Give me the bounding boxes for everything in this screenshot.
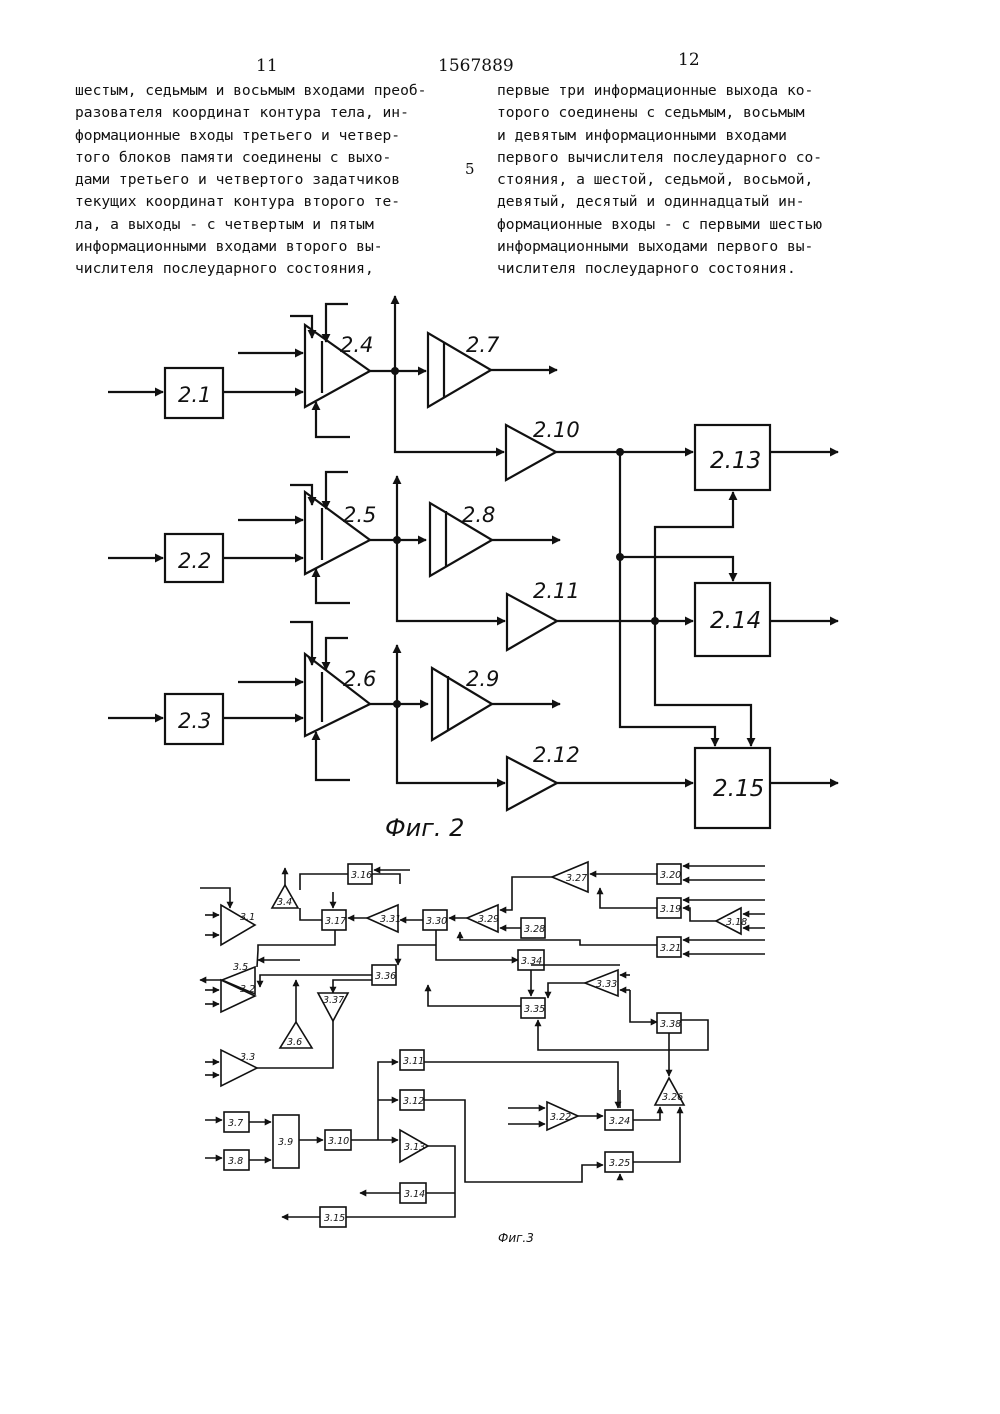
amp-3-33: 3.33 bbox=[596, 979, 617, 990]
block-3-11: 3.11 bbox=[403, 1056, 424, 1067]
amp-3-2: 3.2 bbox=[240, 984, 255, 995]
block-3-24: 3.24 bbox=[609, 1116, 630, 1127]
amp-3-29: 3.29 bbox=[478, 914, 499, 925]
amp-3-6: 3.6 bbox=[287, 1037, 302, 1048]
block-3-34: 3.34 bbox=[521, 956, 542, 967]
block-3-20: 3.20 bbox=[660, 870, 681, 881]
block-3-21: 3.21 bbox=[660, 943, 681, 954]
amp-3-13: 3.13 bbox=[404, 1142, 425, 1153]
amp-3-26: 3.26 bbox=[662, 1092, 683, 1103]
amp-3-22: 3.22 bbox=[550, 1112, 571, 1123]
block-3-38: 3.38 bbox=[660, 1019, 681, 1030]
block-3-35: 3.35 bbox=[524, 1004, 545, 1015]
amp-3-31: 3.31 bbox=[380, 914, 401, 925]
block-3-28: 3.28 bbox=[524, 924, 545, 935]
block-3-12: 3.12 bbox=[403, 1096, 424, 1107]
block-3-14: 3.14 bbox=[404, 1189, 425, 1200]
block-3-15: 3.15 bbox=[324, 1213, 345, 1224]
amp-3-3: 3.3 bbox=[240, 1052, 255, 1063]
block-3-19: 3.19 bbox=[660, 904, 681, 915]
amp-3-5: 3.5 bbox=[233, 962, 248, 973]
figure-3-caption: Фиг.3 bbox=[498, 1231, 534, 1245]
amp-3-4: 3.4 bbox=[277, 897, 292, 908]
block-3-36: 3.36 bbox=[375, 971, 396, 982]
block-3-9: 3.9 bbox=[278, 1137, 293, 1148]
block-3-16: 3.16 bbox=[351, 870, 372, 881]
amp-3-18: 3.18 bbox=[726, 917, 747, 928]
block-3-17: 3.17 bbox=[325, 916, 346, 927]
amp-3-1: 3.1 bbox=[240, 912, 255, 923]
block-3-30: 3.30 bbox=[426, 916, 447, 927]
amp-3-37: 3.37 bbox=[323, 995, 344, 1006]
amp-3-27: 3.27 bbox=[566, 873, 587, 884]
block-3-7: 3.7 bbox=[228, 1118, 243, 1129]
block-3-10: 3.10 bbox=[328, 1136, 349, 1147]
block-3-25: 3.25 bbox=[609, 1158, 630, 1169]
block-3-8: 3.8 bbox=[228, 1156, 243, 1167]
